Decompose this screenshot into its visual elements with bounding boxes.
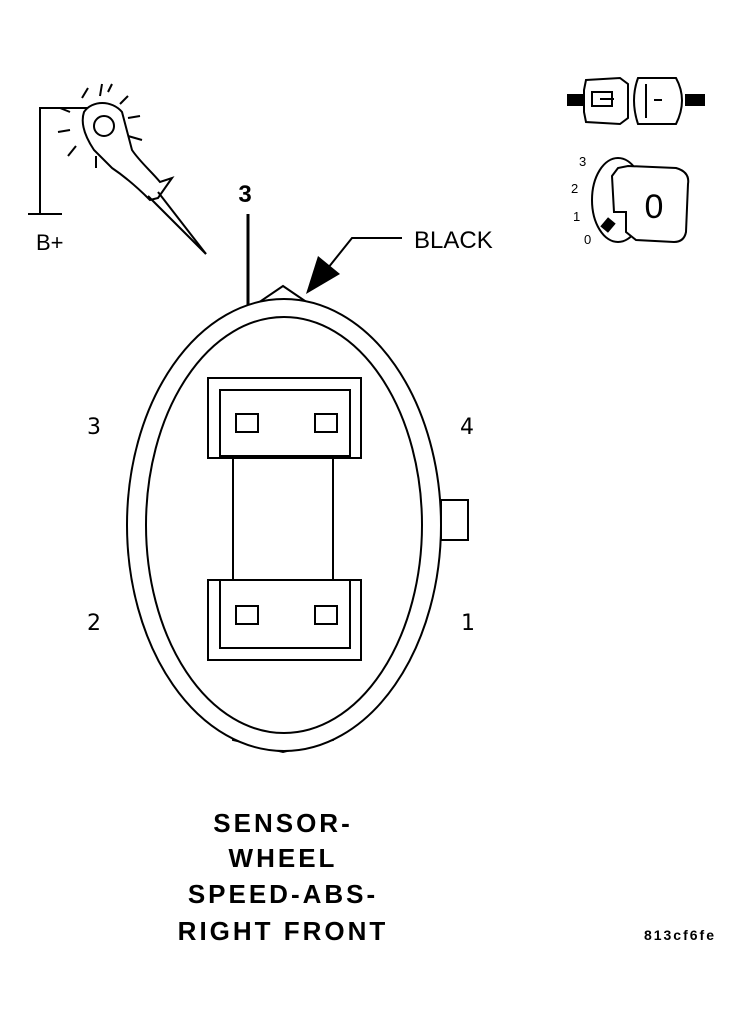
ignition-position-2: 2	[571, 181, 578, 196]
title-line-1: SENSOR-	[213, 808, 352, 838]
ignition-position-3: 3	[579, 154, 586, 169]
pin-label-4: 4	[460, 415, 474, 440]
title-line-4: RIGHT FRONT	[178, 916, 389, 946]
pin-cavity-4	[314, 413, 338, 433]
pin-label-2: 2	[87, 611, 101, 636]
ignition-position-0: 0	[584, 232, 591, 247]
wire-color-leader	[306, 237, 402, 294]
pin-label-3: 3	[87, 415, 101, 440]
sensor-connector-body	[126, 284, 469, 754]
title-line-2: WHEEL	[229, 843, 338, 873]
pin-label-1: 1	[461, 611, 475, 636]
b-plus-label: B+	[36, 230, 64, 255]
figure-code: 813cf6fe	[644, 927, 716, 943]
pin-cavity-3	[235, 413, 259, 433]
connector-disconnected-icon	[567, 76, 705, 126]
wire-color-label: BLACK	[414, 227, 493, 254]
ignition-position-1: 1	[573, 209, 580, 224]
pointer-label: 3	[238, 181, 251, 208]
test-light-probe-icon	[28, 83, 207, 255]
ignition-key-label: 0	[645, 188, 664, 226]
title-line-3: SPEED-ABS-	[188, 879, 378, 909]
ignition-key-icon	[591, 157, 690, 244]
pin-cavity-1	[314, 605, 338, 625]
pin-cavity-2	[235, 605, 259, 625]
